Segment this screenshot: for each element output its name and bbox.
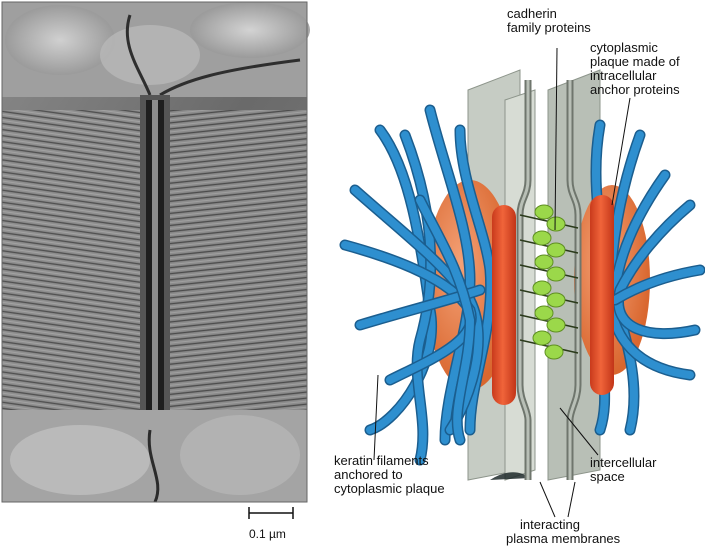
keratin-label: keratin filaments anchored to cytoplasmi… (334, 453, 445, 496)
keratin-filaments-right (590, 119, 705, 436)
membrane-lines (516, 80, 582, 480)
plasma-membranes-label: interacting plasma membranes (506, 517, 621, 546)
scale-bar (248, 507, 294, 519)
pointer-lines (373, 47, 631, 518)
right-plaque-rod (590, 195, 614, 395)
cadherin-label: cadherin family proteins (507, 6, 591, 35)
cadherin-proteins (519, 204, 579, 360)
intercellular-space-label: intercellular space (590, 455, 657, 484)
left-plaque-rod (492, 205, 516, 405)
electron-micrograph (1, 1, 310, 503)
keratin-filaments-left (339, 104, 497, 466)
plaque-label: cytoplasmic plaque made of intracellular… (590, 40, 680, 97)
desmosome-diagram (339, 47, 705, 518)
scale-bar-label: 0.1 µm (249, 527, 286, 541)
